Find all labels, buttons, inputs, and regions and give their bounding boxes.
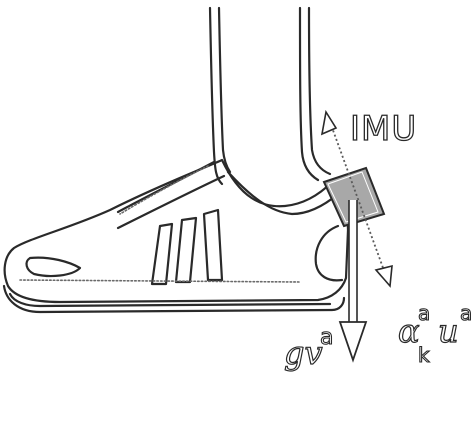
leg-back-inner <box>298 6 320 182</box>
imu-label: IMU <box>350 109 417 149</box>
gravity-label: gv a <box>283 324 334 372</box>
leg-front-inner <box>217 6 232 174</box>
leg <box>208 6 332 186</box>
accel-label: α a k u a <box>397 300 472 367</box>
shoe-collar <box>226 170 340 216</box>
shoe-sole-dots <box>19 279 301 283</box>
leg-back-outline <box>307 6 332 176</box>
accel-label-alpha-superscript: a <box>418 301 430 325</box>
gravity-label-superscript: a <box>320 325 333 350</box>
shoe-stripe-3 <box>202 208 224 282</box>
shoe-stripe-2 <box>174 216 198 284</box>
accel-label-subscript: k <box>418 343 430 367</box>
shoe-stripe-1 <box>150 222 174 286</box>
accel-label-vector-superscript: a <box>460 301 472 325</box>
axis-arrowhead-up <box>320 109 338 136</box>
shoe-upper-outline <box>3 158 350 304</box>
imu-box <box>322 166 386 228</box>
shoe-heel-counter <box>314 224 344 282</box>
gravity-arrow <box>338 200 368 363</box>
gravity-label-base: gv <box>284 334 323 372</box>
axis-line <box>329 121 387 277</box>
shoe-sole <box>2 284 346 314</box>
sensor-axis-arrow <box>320 109 393 288</box>
shoe <box>2 158 350 314</box>
leg-front-outline <box>208 6 224 186</box>
imu-box-highlight <box>327 171 379 223</box>
shoe-stitch-2 <box>116 174 226 230</box>
shoe-sole-line <box>8 292 332 308</box>
imu-sensor <box>322 166 386 228</box>
axis-arrowhead-down <box>374 264 393 288</box>
shoe-stitch-dots <box>119 165 209 215</box>
shoe-toe-cap <box>25 256 82 278</box>
gravity-arrowhead <box>338 321 368 363</box>
accel-label-alpha: α <box>398 312 420 350</box>
accel-label-vector: u <box>438 312 459 350</box>
